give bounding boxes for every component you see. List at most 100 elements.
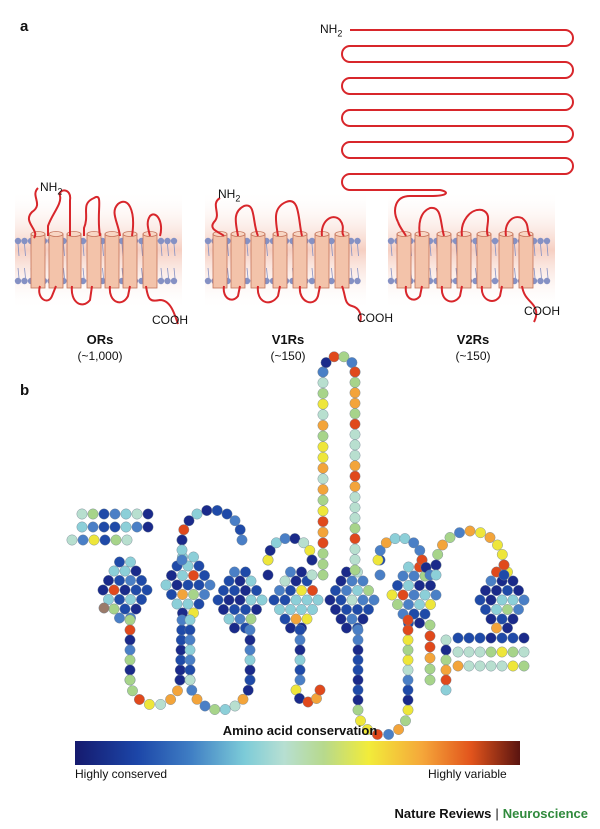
residue-bead xyxy=(77,534,89,546)
residue-bead xyxy=(177,570,188,581)
residue-bead xyxy=(357,575,369,587)
residue-bead xyxy=(141,584,153,596)
residue-bead xyxy=(496,632,508,644)
residue-bead xyxy=(513,604,524,615)
residue-bead xyxy=(452,646,464,658)
residue-bead xyxy=(399,533,411,544)
residue-bead xyxy=(244,624,256,636)
residue-bead xyxy=(294,674,306,686)
residue-bead xyxy=(127,685,138,697)
credit-separator: | xyxy=(495,806,499,821)
residue-bead xyxy=(349,366,361,378)
residue-bead xyxy=(349,439,361,451)
residue-bead xyxy=(349,460,361,472)
residue-bead xyxy=(188,551,199,563)
residue-bead xyxy=(352,664,364,676)
residue-bead xyxy=(474,632,486,644)
residue-bead xyxy=(498,559,510,571)
residue-bead xyxy=(452,660,464,672)
residue-bead xyxy=(408,537,420,549)
residue-bead xyxy=(242,684,254,696)
v2r-nterm-label: NH2 xyxy=(320,22,343,39)
residue-bead xyxy=(320,357,332,368)
residue-bead xyxy=(393,724,404,735)
lipid-head xyxy=(157,237,165,245)
residue-bead xyxy=(317,558,329,570)
residue-bead xyxy=(251,604,262,615)
residue-bead xyxy=(184,664,196,676)
residue-bead xyxy=(485,632,497,644)
residue-bead xyxy=(414,545,426,556)
residue-bead xyxy=(229,700,241,712)
residue-bead xyxy=(402,614,414,626)
residue-bead xyxy=(341,585,352,596)
residue-bead xyxy=(133,694,145,705)
residue-bead xyxy=(402,694,414,706)
residue-bead xyxy=(485,594,497,606)
residue-bead xyxy=(221,508,233,520)
residue-bead xyxy=(136,575,147,586)
residue-bead xyxy=(430,569,442,581)
residue-bead xyxy=(474,646,486,658)
residue-bead xyxy=(424,674,436,686)
residue-bead xyxy=(440,654,452,666)
residue-bead xyxy=(188,589,199,600)
residue-bead xyxy=(114,556,125,568)
residue-bead xyxy=(234,594,246,606)
residue-bead xyxy=(346,357,358,368)
residue-bead xyxy=(245,594,257,606)
residue-bead xyxy=(463,660,475,672)
residue-bead xyxy=(317,452,329,463)
residue-bead xyxy=(98,508,110,520)
residue-bead xyxy=(290,613,302,625)
residue-bead xyxy=(176,544,188,556)
residue-bead xyxy=(328,351,340,363)
residue-bead xyxy=(507,575,519,587)
lipid-head xyxy=(537,277,544,285)
residue-bead xyxy=(491,622,502,634)
residue-bead xyxy=(383,729,394,740)
residue-bead xyxy=(108,584,120,596)
residue-bead xyxy=(474,594,486,606)
residue-bead xyxy=(114,575,125,586)
or-helix xyxy=(86,231,102,289)
residue-bead xyxy=(335,575,347,587)
residue-bead xyxy=(120,521,132,533)
residue-bead xyxy=(279,613,291,625)
residue-bead xyxy=(496,613,508,625)
residue-bead xyxy=(349,502,361,513)
residue-bead xyxy=(317,537,329,549)
panel-b-label: b xyxy=(20,382,30,399)
residue-bead xyxy=(142,521,154,533)
residue-bead xyxy=(402,634,414,646)
residue-bead xyxy=(191,508,203,520)
residue-bead xyxy=(160,579,172,591)
or-chain xyxy=(27,187,179,325)
residue-bead xyxy=(229,585,240,596)
residue-bead xyxy=(171,579,183,591)
residue-bead xyxy=(491,585,502,596)
residue-bead xyxy=(330,604,341,615)
residue-bead xyxy=(124,644,136,656)
residue-bead xyxy=(176,534,188,546)
residue-bead xyxy=(114,594,125,605)
residue-bead xyxy=(374,569,386,581)
residue-bead xyxy=(507,646,519,658)
residue-bead xyxy=(240,585,251,596)
residue-bead xyxy=(121,534,133,546)
residue-bead xyxy=(317,516,329,527)
residue-bead xyxy=(87,508,99,520)
residue-bead xyxy=(307,585,318,596)
residue-bead xyxy=(317,473,329,485)
lipid-head xyxy=(537,237,544,245)
residue-bead xyxy=(474,660,486,672)
residue-bead xyxy=(312,594,324,606)
residue-bead xyxy=(87,521,99,533)
residue-bead xyxy=(498,569,510,581)
residue-bead xyxy=(182,579,194,591)
residue-bead xyxy=(357,594,369,606)
residue-bead xyxy=(304,545,316,556)
or-name: ORs xyxy=(86,332,114,347)
residue-bead xyxy=(264,545,276,556)
lipid-head xyxy=(79,277,87,285)
